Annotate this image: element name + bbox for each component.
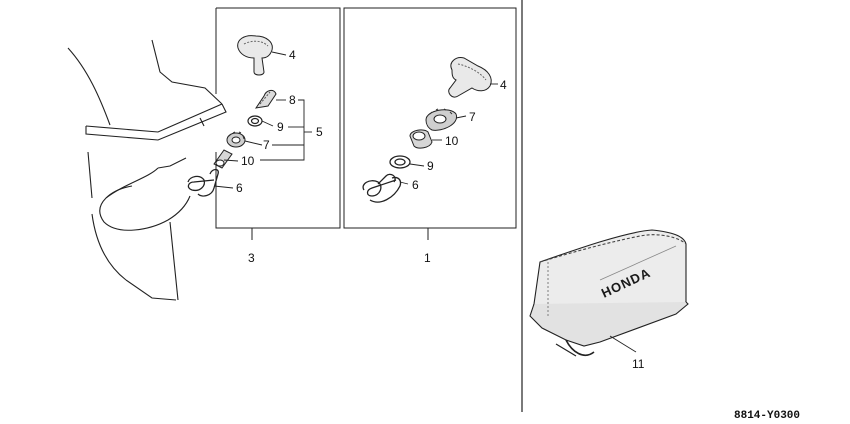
left-label-6: 6 (236, 181, 243, 195)
left-part-6-clip (187, 168, 219, 197)
right-part-9-oring (389, 155, 411, 169)
cover-label-11: 11 (632, 357, 645, 371)
left-part-9-oring (247, 115, 263, 127)
right-leader-lines (399, 83, 498, 185)
right-part-7-nut (425, 108, 458, 131)
left-label-5: 5 (316, 125, 323, 139)
right-label-9: 9 (427, 159, 434, 173)
left-label-4: 4 (289, 48, 296, 62)
left-label-9: 9 (277, 120, 284, 134)
left-part-4-knob (237, 35, 273, 76)
cover-leader-line (609, 335, 637, 353)
engine-cover-11 (529, 229, 689, 357)
right-part-6-clip (362, 173, 402, 203)
left-label-7: 7 (263, 138, 270, 152)
left-part-10-nozzle (213, 149, 233, 169)
left-part-8-elbow (254, 89, 277, 109)
assembly-1-box (343, 7, 517, 240)
right-label-10: 10 (445, 134, 459, 148)
assembly-label-1: 1 (424, 251, 431, 265)
outboard-motor-outline (67, 39, 227, 301)
right-label-6: 6 (412, 178, 419, 192)
assembly-label-3: 3 (248, 251, 255, 265)
right-label-4: 4 (500, 78, 507, 92)
left-label-8: 8 (289, 93, 296, 107)
left-label-10: 10 (241, 154, 255, 168)
right-part-4-knob (448, 57, 492, 98)
right-label-7: 7 (469, 110, 476, 124)
left-leader-lines (213, 51, 312, 189)
assembly-3-box (215, 7, 341, 240)
diagram-reference-code: 8814-Y0300 (734, 410, 800, 422)
left-part-7-nut (226, 131, 246, 148)
right-part-10-nozzle (409, 129, 433, 149)
